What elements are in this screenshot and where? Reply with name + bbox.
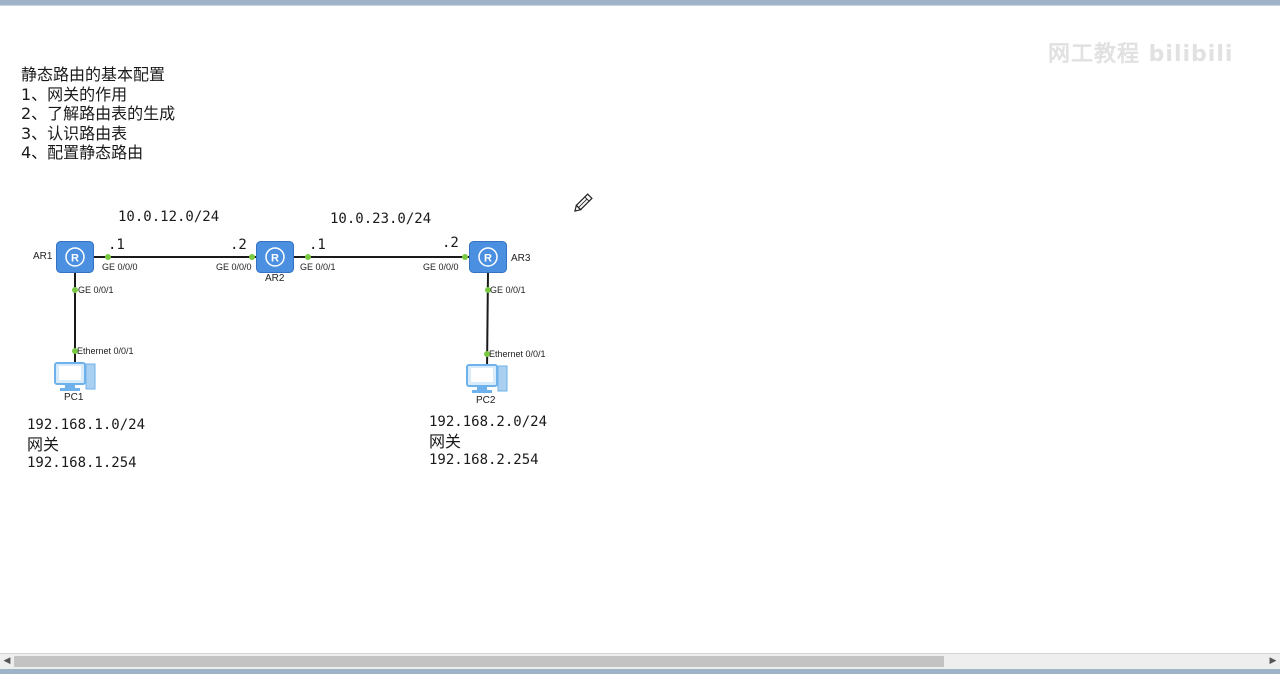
router-name-label: AR3 bbox=[511, 253, 531, 264]
scroll-left-icon[interactable]: ◀ bbox=[3, 656, 11, 666]
pc-icon bbox=[54, 362, 96, 391]
outline-item: 2、了解路由表的生成 bbox=[21, 104, 176, 123]
router-icon: R bbox=[469, 241, 507, 273]
port-label: Ethernet 0/0/1 bbox=[489, 349, 546, 359]
scrollbar-thumb[interactable] bbox=[14, 656, 944, 667]
link-network-label: 10.0.23.0/24 bbox=[330, 211, 432, 227]
svg-text:R: R bbox=[484, 253, 492, 265]
horizontal-scrollbar[interactable]: ◀ ▶ bbox=[0, 653, 1280, 669]
interface-ip-label: .1 bbox=[309, 237, 326, 253]
pc1-gateway-label: 网关 bbox=[27, 435, 60, 454]
pc2-info: 192.168.2.0/24 网关 192.168.2.254 bbox=[429, 413, 547, 470]
port-label: Ethernet 0/0/1 bbox=[77, 346, 134, 356]
watermark-logo: 网工教程 bilibili bbox=[1048, 42, 1234, 67]
scroll-right-icon[interactable]: ▶ bbox=[1269, 656, 1277, 666]
outline-item: 4、配置静态路由 bbox=[21, 143, 144, 162]
port-dot bbox=[72, 287, 78, 293]
router-ar3[interactable]: R bbox=[469, 241, 507, 277]
port-label: GE 0/0/1 bbox=[490, 285, 526, 295]
port-dot bbox=[462, 254, 468, 260]
pencil-cursor-icon bbox=[574, 193, 593, 212]
outline-title: 静态路由的基本配置 bbox=[21, 65, 166, 84]
svg-text:R: R bbox=[271, 253, 279, 265]
router-name-label: AR1 bbox=[33, 251, 53, 262]
port-dot bbox=[485, 287, 491, 293]
pc2-gateway: 192.168.2.254 bbox=[429, 452, 539, 468]
link-network-label: 10.0.12.0/24 bbox=[118, 209, 220, 225]
port-dot bbox=[72, 348, 78, 354]
port-label: GE 0/0/1 bbox=[78, 285, 114, 295]
port-dot bbox=[249, 254, 255, 260]
port-label: GE 0/0/1 bbox=[300, 262, 336, 272]
port-label: GE 0/0/0 bbox=[102, 262, 138, 272]
port-dot bbox=[484, 351, 490, 357]
port-dot bbox=[105, 254, 111, 260]
pc1-info: 192.168.1.0/24 网关 192.168.1.254 bbox=[27, 416, 145, 473]
window-bottom-border bbox=[0, 669, 1280, 674]
topology-canvas[interactable]: 网工教程 bilibili 静态路由的基本配置 1、网关的作用 2、了解路由表的… bbox=[0, 6, 1280, 652]
router-name-label: AR2 bbox=[265, 273, 285, 284]
outline-text: 静态路由的基本配置 1、网关的作用 2、了解路由表的生成 3、认识路由表 4、配… bbox=[21, 65, 175, 163]
outline-item: 3、认识路由表 bbox=[21, 123, 128, 143]
pc2-gateway-label: 网关 bbox=[429, 432, 462, 451]
window-top-border bbox=[0, 0, 1280, 6]
router-icon: R bbox=[56, 241, 94, 273]
router-ar1[interactable]: R bbox=[56, 241, 94, 277]
interface-ip-label: .1 bbox=[108, 237, 125, 253]
pc2-network: 192.168.2.0/24 bbox=[429, 414, 548, 430]
interface-ip-label: .2 bbox=[230, 237, 247, 253]
pc-pc1[interactable] bbox=[54, 362, 96, 396]
pc1-network: 192.168.1.0/24 bbox=[27, 417, 146, 433]
pc1-gateway: 192.168.1.254 bbox=[27, 455, 137, 471]
pc-name-label: PC2 bbox=[476, 395, 496, 406]
pc-name-label: PC1 bbox=[64, 392, 84, 403]
interface-ip-label: .2 bbox=[442, 235, 459, 251]
svg-text:R: R bbox=[71, 253, 79, 265]
router-icon: R bbox=[256, 241, 294, 273]
topology-links bbox=[72, 254, 491, 371]
port-dot bbox=[305, 254, 311, 260]
pc-icon bbox=[466, 364, 508, 393]
port-label: GE 0/0/0 bbox=[423, 262, 459, 272]
pc-pc2[interactable] bbox=[466, 364, 508, 398]
port-label: GE 0/0/0 bbox=[216, 262, 252, 272]
router-ar2[interactable]: R bbox=[256, 241, 294, 277]
outline-item: 1、网关的作用 bbox=[21, 84, 128, 104]
